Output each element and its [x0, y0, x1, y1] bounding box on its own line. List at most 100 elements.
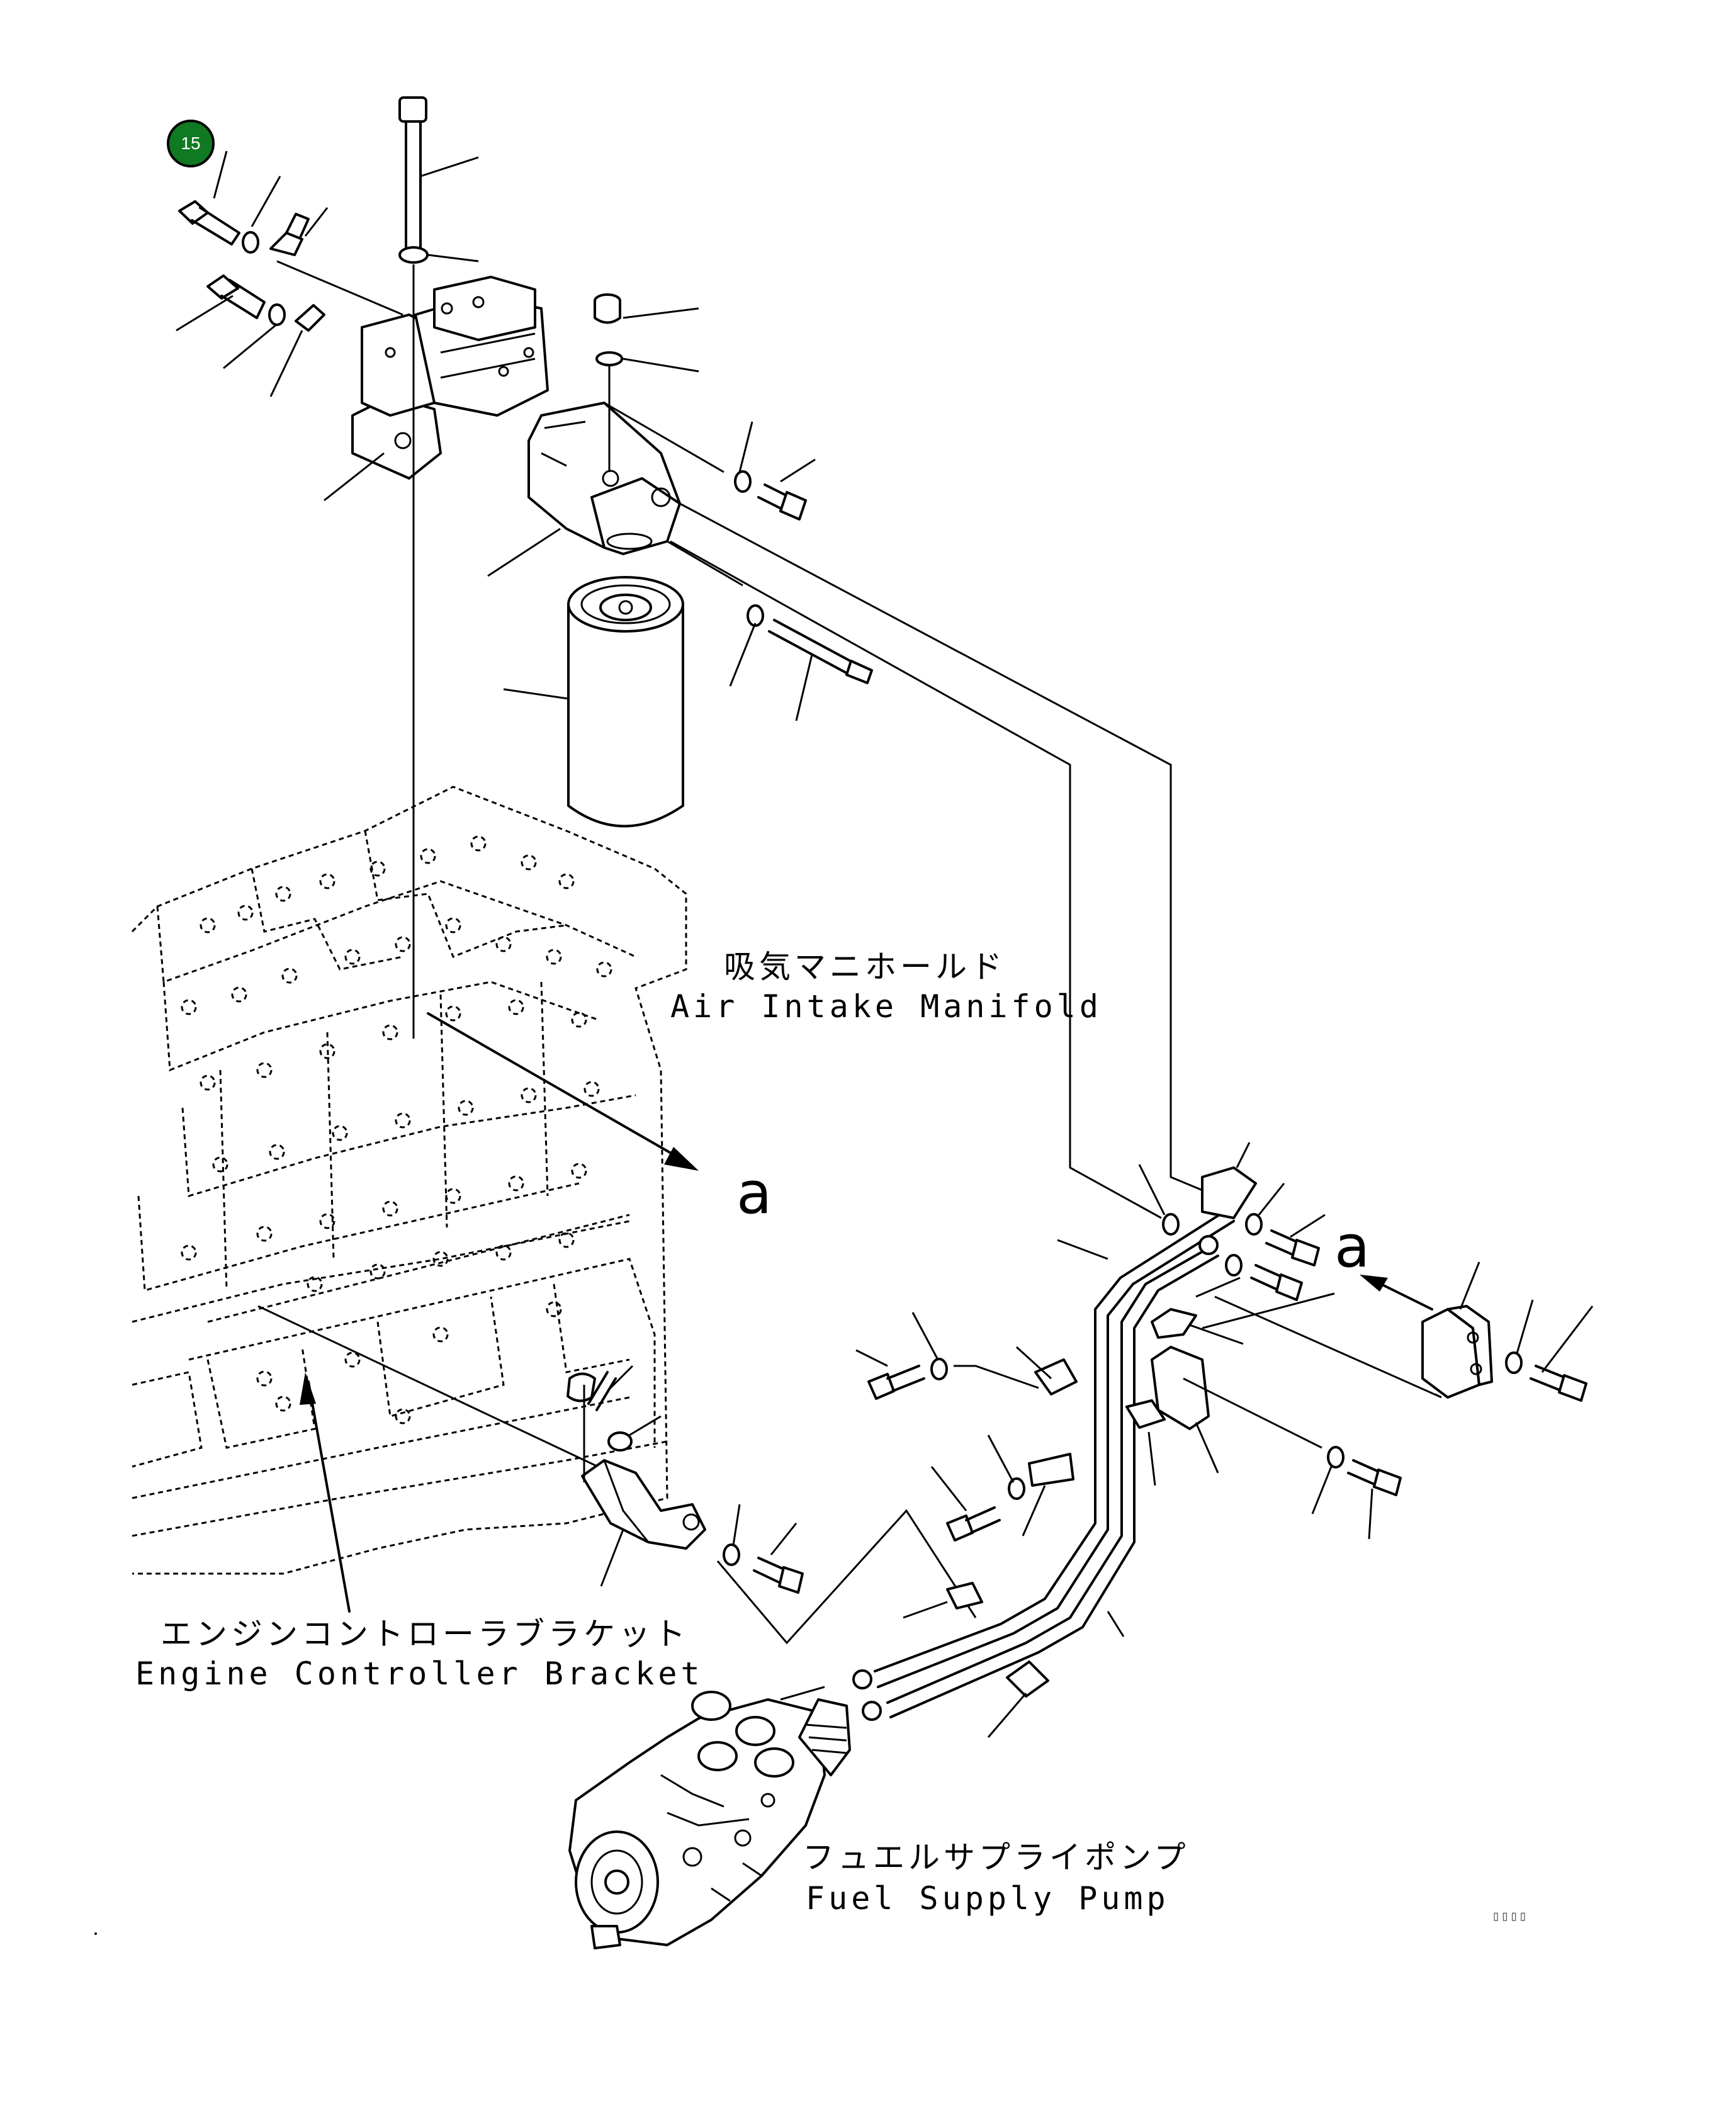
- alignment-line: [670, 540, 1162, 1219]
- pipe-clamp-6: [1006, 1660, 1049, 1698]
- engine-bolt-hole: [395, 1112, 411, 1129]
- leader-line: [304, 207, 329, 237]
- bolt-mid-left: [206, 274, 266, 319]
- filter-head: [527, 402, 681, 555]
- leader-line: [780, 458, 816, 483]
- leader-line: [223, 323, 278, 369]
- leader-line: [1311, 1466, 1333, 1514]
- alignment-line: [257, 1305, 599, 1468]
- engine-bolt-pattern: [181, 835, 612, 1424]
- engine-bolt-hole: [395, 936, 411, 952]
- engine-bolt-hole: [369, 860, 386, 877]
- engine-bolt-hole: [470, 835, 487, 852]
- fuel-supply-pump-label-en: Fuel Supply Pump: [806, 1880, 1170, 1917]
- washer-pipe-1: [1162, 1213, 1180, 1236]
- engine-bolt-hole: [546, 949, 562, 965]
- washer-right-1: [734, 470, 752, 493]
- alignment-line: [276, 260, 403, 316]
- pump-bracket: [581, 1459, 706, 1550]
- leader-line: [606, 1365, 634, 1392]
- engine-bolt-hole: [181, 999, 197, 1015]
- engine-controller-bracket-label-jp: エンジンコントローラブラケット: [161, 1616, 689, 1652]
- leader-line: [780, 1686, 825, 1701]
- leader-line: [251, 176, 281, 227]
- engine-bolt-hole: [256, 1370, 273, 1387]
- alignment-line: [679, 502, 1209, 1194]
- leader-line: [1290, 1214, 1326, 1238]
- clip-top-left: [269, 213, 310, 256]
- view-marker-left: a: [736, 1159, 772, 1227]
- engine-bolt-hole: [200, 917, 216, 933]
- washer-lower-mid: [723, 1543, 740, 1566]
- leader-line: [427, 254, 479, 262]
- washer-pipe-3: [1225, 1254, 1243, 1277]
- engine-bolt-hole: [231, 986, 247, 1003]
- pipe-clamp-2: [1034, 1358, 1078, 1395]
- engine-bolt-hole: [445, 917, 461, 933]
- engine-bolt-hole: [319, 873, 335, 889]
- callout-number-badge: 15: [167, 120, 215, 167]
- engine-bolt-hole: [332, 1125, 348, 1141]
- washer-top-center: [398, 246, 429, 264]
- washer-angle: [1327, 1446, 1344, 1469]
- engine-bolt-hole: [256, 1226, 273, 1242]
- fuel-pipes: [852, 1195, 1235, 1721]
- bolt-right-bracket: [1530, 1365, 1587, 1402]
- arrowhead-ecb: [300, 1372, 316, 1405]
- view-marker-right: a: [1334, 1213, 1370, 1280]
- bolt-top-left: [178, 200, 240, 245]
- engine-bolt-hole: [508, 1175, 524, 1192]
- leader-line: [629, 1415, 662, 1436]
- bolt-right-1: [757, 483, 807, 521]
- arrowhead-left: [664, 1147, 699, 1171]
- arrowhead-right: [1360, 1275, 1388, 1292]
- engine-bolt-hole: [344, 1351, 361, 1368]
- leader-line: [420, 156, 479, 178]
- alignment-line: [1183, 1377, 1322, 1449]
- washer-clamp-4: [1008, 1477, 1025, 1500]
- engine-bolt-hole: [508, 999, 524, 1015]
- leader-line: [930, 1466, 967, 1511]
- engine-bolt-hole: [432, 1251, 449, 1267]
- leader-line: [1195, 1422, 1219, 1474]
- engine-bolt-hole: [445, 1188, 461, 1204]
- pipe-clamp-5: [946, 1582, 983, 1610]
- engine-bolt-hole: [458, 1100, 474, 1116]
- leader-line: [795, 654, 813, 721]
- washer-clamp-2: [930, 1358, 948, 1380]
- drawing-code: ▯▯▯▯: [1492, 1908, 1528, 1924]
- alignment-line: [716, 1509, 977, 1645]
- engine-bolt-hole: [200, 1074, 216, 1091]
- leader-line: [1258, 1183, 1285, 1215]
- leader-line: [623, 307, 699, 319]
- engine-bolt-hole: [212, 1156, 228, 1173]
- leader-line: [623, 358, 699, 373]
- leader-line: [1107, 1611, 1125, 1637]
- engine-bolt-hole: [445, 1005, 461, 1022]
- pipe-clamp-1: [1151, 1308, 1197, 1339]
- leader-line: [324, 452, 385, 502]
- alignment-line: [667, 540, 743, 587]
- engine-bolt-hole: [495, 936, 512, 952]
- engine-bolt-hole: [571, 1012, 587, 1028]
- engine-bolt-hole: [495, 1244, 512, 1261]
- alignment-line: [1195, 1277, 1241, 1298]
- engine-bolt-hole: [307, 1276, 323, 1292]
- clip-pipe-top: [1201, 1166, 1257, 1219]
- leader-line: [487, 527, 561, 577]
- engine-bolt-hole: [432, 1326, 449, 1343]
- washer-top-left: [242, 231, 259, 254]
- engine-bolt-hole: [558, 873, 575, 889]
- air-intake-manifold-label-en: Air Intake Manifold: [670, 988, 1102, 1025]
- leader-line: [1189, 1324, 1244, 1345]
- engine-bolt-hole: [275, 1395, 291, 1412]
- engine-bolt-hole: [583, 1081, 600, 1097]
- pipe-clamp-3: [1125, 1399, 1166, 1429]
- engine-bolt-hole: [382, 1200, 398, 1217]
- leader-line: [1368, 1488, 1373, 1540]
- clip-mid-left: [295, 304, 325, 332]
- leader-line: [903, 1601, 948, 1619]
- washer-right-2: [747, 604, 764, 627]
- engine-bolt-hole: [256, 1062, 273, 1078]
